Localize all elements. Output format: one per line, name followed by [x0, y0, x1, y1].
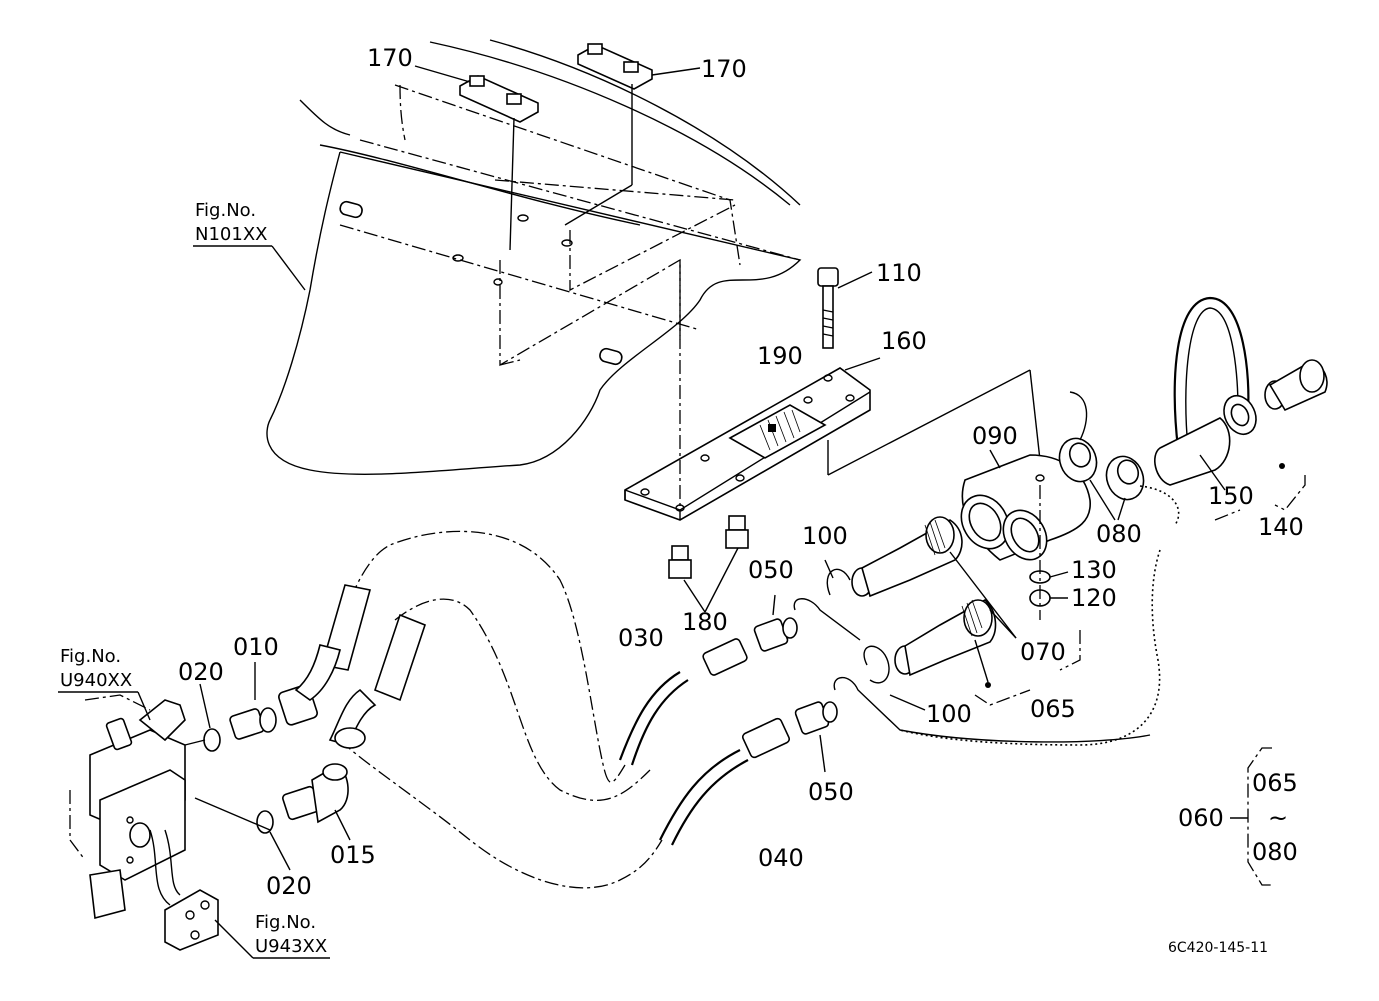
- label-170-right: 170: [701, 55, 747, 83]
- label-030: 030: [618, 624, 664, 652]
- label-120: 120: [1071, 584, 1117, 612]
- plate-170-right: [564, 43, 653, 226]
- label-060-from: 065: [1252, 769, 1298, 797]
- coupler-bracket-090: [960, 449, 1091, 561]
- fig-ref-u940xx: Fig.No. U940XX: [58, 646, 151, 721]
- label-015: 015: [330, 841, 376, 869]
- drawing-code: 6C420-145-11: [1168, 940, 1268, 956]
- label-110: 110: [876, 259, 922, 287]
- label-060-sep: ~: [1268, 804, 1288, 832]
- fitting-010: [229, 644, 341, 740]
- fitting-015: [282, 688, 377, 841]
- label-150: 150: [1208, 482, 1254, 510]
- label-065: 065: [1030, 695, 1076, 723]
- label-020-upper: 020: [178, 658, 224, 686]
- label-010: 010: [233, 633, 279, 661]
- bolt-110: [817, 267, 873, 349]
- fig-ref-u943xx-line1: Fig.No.: [255, 912, 316, 933]
- label-060-to: 080: [1252, 838, 1298, 866]
- label-050-upper: 050: [748, 556, 794, 584]
- nut-130-washer-120: [1029, 485, 1069, 620]
- fig-ref-u943xx: Fig.No. U943XX: [214, 912, 330, 959]
- label-140: 140: [1258, 513, 1304, 541]
- o-rings-020: [199, 683, 291, 871]
- label-040: 040: [758, 844, 804, 872]
- label-170-left: 170: [367, 44, 413, 72]
- bolts-180: [668, 515, 749, 613]
- bracket-160: [624, 260, 1043, 521]
- label-020-lower: 020: [266, 872, 312, 900]
- plate-170-left: [459, 75, 539, 251]
- fig-ref-n101xx-line1: Fig.No.: [195, 200, 256, 221]
- label-100-upper: 100: [802, 522, 848, 550]
- fig-ref-u943xx-line2: U943XX: [255, 936, 327, 957]
- fig-ref-u940xx-line2: U940XX: [60, 670, 132, 691]
- adapter-050-upper: [753, 594, 798, 652]
- quick-coupler-lower: [894, 551, 1017, 688]
- label-070: 070: [1020, 638, 1066, 666]
- label-190: 190: [757, 342, 803, 370]
- fig-ref-n101xx-line2: N101XX: [195, 224, 267, 245]
- body-panel: [266, 39, 802, 475]
- part-labels: 170 170 110 160 190 090 080 150 140 100 …: [178, 44, 1304, 956]
- fig-ref-u940xx-line1: Fig.No.: [60, 646, 121, 667]
- control-valve: [69, 694, 271, 951]
- adapter-050-lower: [794, 701, 838, 773]
- snap-rings-100: [793, 559, 1151, 743]
- label-100-lower: 100: [926, 700, 972, 728]
- dust-cap-080: [1058, 391, 1180, 526]
- coupler-140: [1214, 359, 1328, 521]
- label-060: 060: [1178, 804, 1224, 832]
- label-130: 130: [1071, 556, 1117, 584]
- hose-040: [339, 598, 791, 889]
- label-160: 160: [881, 327, 927, 355]
- clevis-pin-150: [1154, 296, 1257, 491]
- label-090: 090: [972, 422, 1018, 450]
- label-050-lower: 050: [808, 778, 854, 806]
- fig-ref-n101xx: Fig.No. N101XX: [193, 200, 306, 291]
- label-180: 180: [682, 608, 728, 636]
- range-060: [1230, 747, 1272, 886]
- quick-coupler-upper: [851, 516, 963, 598]
- label-080: 080: [1096, 520, 1142, 548]
